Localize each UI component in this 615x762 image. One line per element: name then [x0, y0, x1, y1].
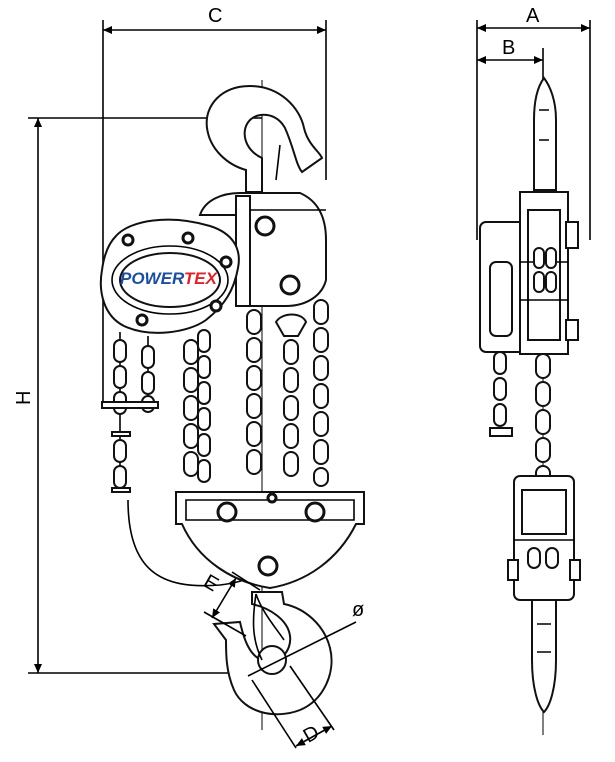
brand-logo-tex: TEX — [184, 269, 219, 288]
dimension-h-label: H — [13, 391, 35, 405]
top-hook — [205, 84, 324, 193]
load-chain — [183, 299, 329, 487]
handwheel-cover: POWERTEX — [99, 218, 240, 334]
load-chain-left — [183, 329, 211, 483]
side-view: A B — [476, 5, 591, 735]
dimension-b: B — [477, 37, 544, 80]
side-bottom-hook — [531, 599, 557, 714]
side-housing — [479, 191, 579, 355]
dimension-a-label: A — [526, 5, 540, 27]
side-hand-chain — [489, 351, 513, 437]
dimension-e-label: E — [200, 570, 223, 596]
dimension-d-label: D — [300, 721, 324, 747]
bottom-block — [175, 491, 365, 590]
load-chain-center-right — [274, 313, 308, 477]
load-chain-center-left — [246, 309, 262, 475]
brand-logo-power: POWER — [120, 269, 185, 288]
dimension-c-label: C — [208, 5, 222, 27]
load-chain-right — [313, 299, 329, 487]
brand-logo: POWERTEX — [120, 269, 219, 288]
dimension-phi-label: ø — [352, 599, 364, 621]
side-load-chain — [535, 353, 551, 491]
dimension-c: C — [102, 5, 327, 405]
dimension-phi: ø — [247, 599, 364, 677]
dimension-b-label: B — [502, 37, 515, 59]
side-top-hook — [533, 76, 557, 191]
hoist-body — [198, 192, 327, 307]
bottom-hook — [212, 591, 333, 716]
side-bottom-block — [507, 475, 581, 601]
front-view: C H — [13, 5, 365, 749]
hand-chain-links — [101, 339, 159, 493]
